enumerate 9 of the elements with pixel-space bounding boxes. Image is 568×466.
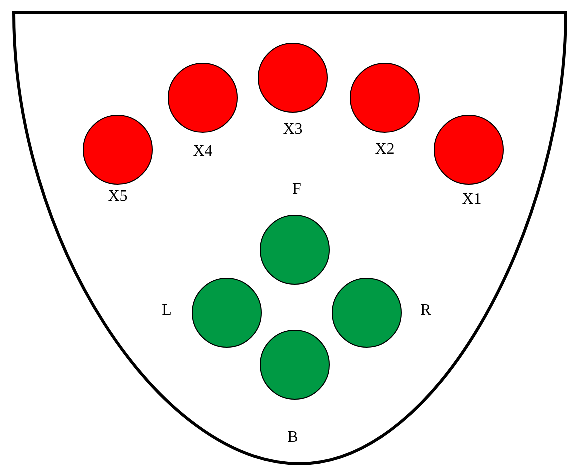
position-label: X2	[375, 141, 395, 159]
position-label: L	[162, 302, 172, 320]
position-label: X5	[108, 188, 128, 206]
position-label: B	[288, 429, 298, 447]
position-label: X1	[462, 191, 482, 209]
position-label: R	[420, 302, 432, 320]
position-label: X3	[283, 121, 303, 139]
position-label: X4	[193, 143, 213, 161]
position-label: F	[292, 181, 302, 199]
